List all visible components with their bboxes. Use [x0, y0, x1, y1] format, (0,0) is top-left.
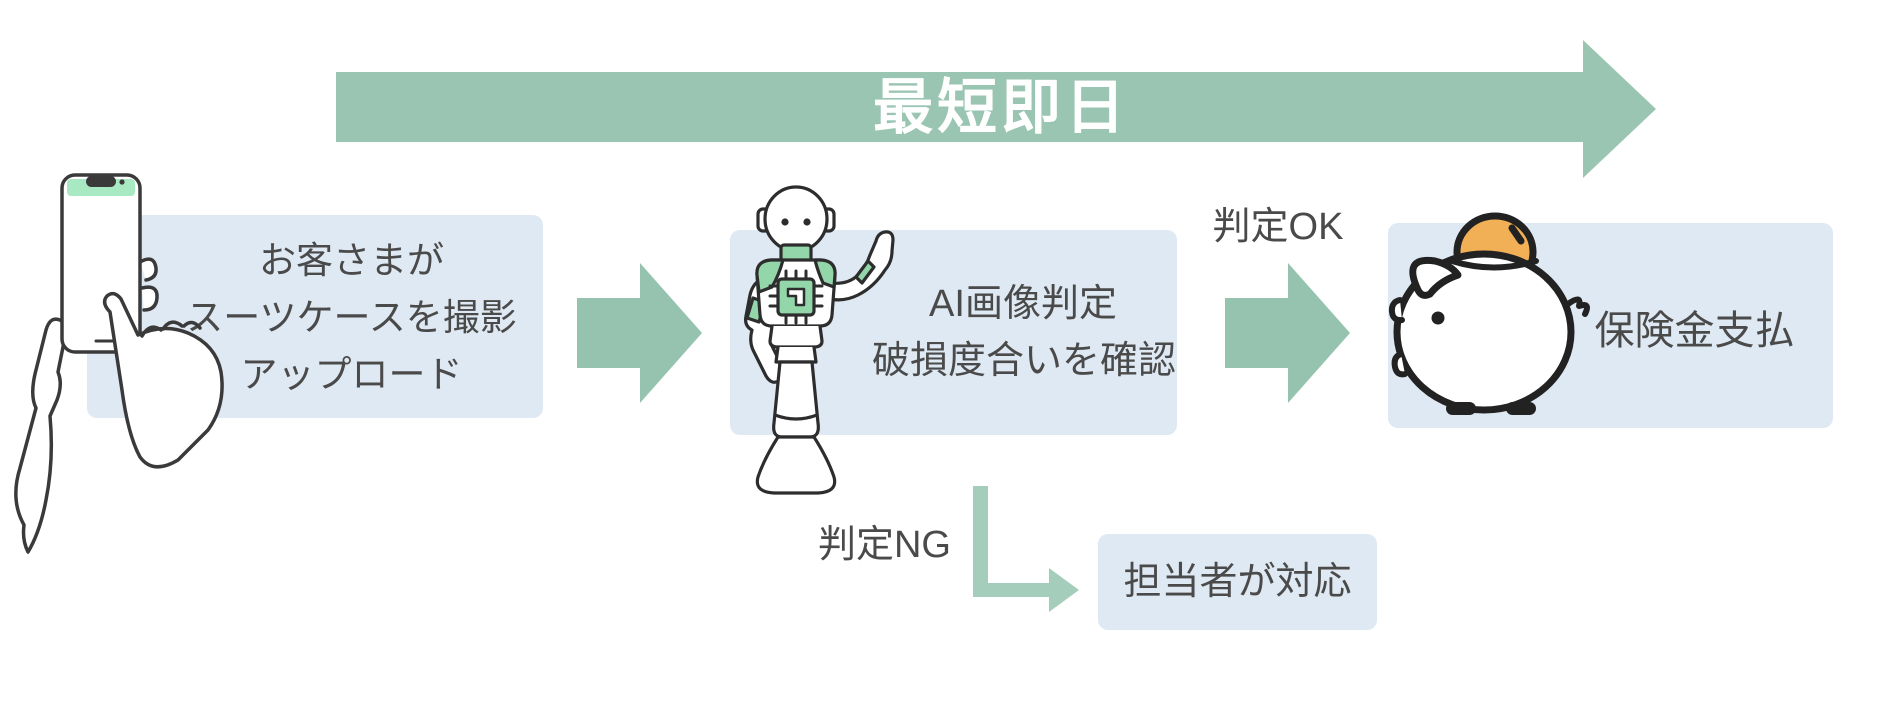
- step-capture-line1: お客さまが: [259, 240, 444, 281]
- arrow-right-icon: [577, 263, 702, 403]
- step-capture-label: お客さまが スーツケースを撮影 アップロード: [160, 232, 543, 403]
- smartphone-hand-icon: [14, 173, 224, 554]
- step-ai-label: AI画像判定 破損度合いを確認: [872, 276, 1177, 390]
- ai-robot-icon: [744, 185, 895, 495]
- step-payout-label: 保険金支払: [1594, 309, 1795, 353]
- timeline-arrow: [336, 40, 1656, 178]
- arrow-right-icon: [1225, 263, 1350, 403]
- judge-ok-label: 判定OK: [1212, 206, 1344, 248]
- step-capture-line3: アップロード: [240, 354, 463, 395]
- step-ai-line1: AI画像判定: [929, 283, 1117, 325]
- elbow-arrow-icon: [973, 486, 1079, 612]
- step-capture-line2: スーツケースを撮影: [186, 297, 517, 338]
- step-manual-box: [1098, 534, 1377, 630]
- step-manual-label: 担当者が対応: [1123, 561, 1352, 603]
- piggy-bank-icon: [1388, 212, 1590, 415]
- judge-ng-label: 判定NG: [817, 524, 951, 566]
- timeline-label: 最短即日: [873, 74, 1129, 141]
- step-ai-line2: 破損度合いを確認: [872, 340, 1177, 382]
